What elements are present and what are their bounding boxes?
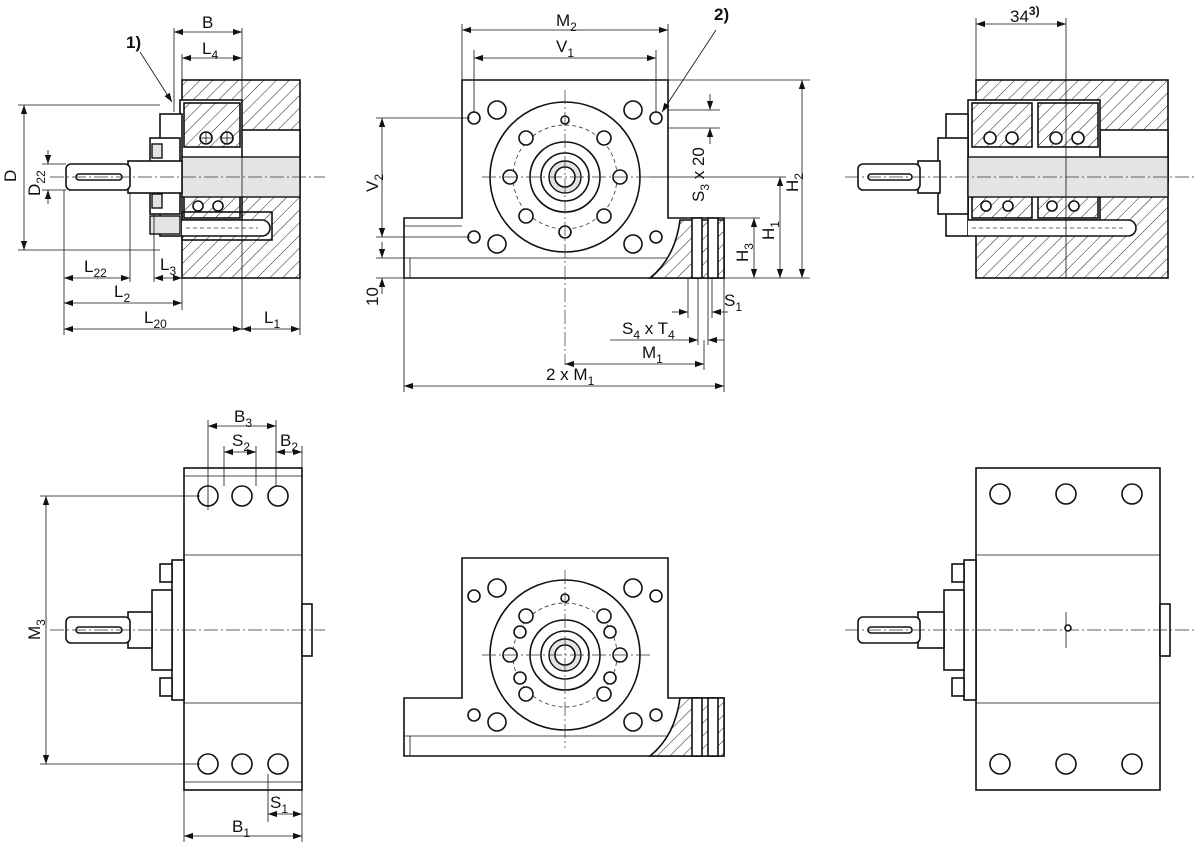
right-plan-view xyxy=(845,467,1195,791)
label-H1: H1 xyxy=(759,221,782,240)
label-B2: B2 xyxy=(280,431,298,454)
label-D: D xyxy=(1,170,20,182)
label-B: B xyxy=(202,13,213,32)
label-V2: V2 xyxy=(363,174,386,192)
label-D22: D22 xyxy=(25,170,48,196)
left-labels: B L4 1) D D22 L22 L3 L2 L20 L1 xyxy=(1,13,280,331)
bearings xyxy=(192,131,234,212)
label-2xM1: 2 x M1 xyxy=(546,365,595,388)
label-B3: B3 xyxy=(234,407,252,430)
note-2: 2) xyxy=(714,5,729,24)
left-section-view: B L4 1) D D22 L22 L3 L2 L20 L1 xyxy=(1,13,325,335)
label-L3: L3 xyxy=(160,255,176,278)
right-section-view: 343) xyxy=(845,4,1195,279)
label-B1: B1 xyxy=(232,817,250,840)
label-10: 10 xyxy=(363,287,382,306)
label-S1-front: S1 xyxy=(724,291,742,314)
bolt-detail xyxy=(149,211,273,241)
label-L22: L22 xyxy=(84,257,107,280)
label-L2: L2 xyxy=(114,282,130,305)
label-V1: V1 xyxy=(556,37,574,60)
label-M2: M2 xyxy=(556,11,577,34)
label-S1-top: S1 xyxy=(270,793,288,816)
label-S3x20: S3 x 20 xyxy=(689,147,712,202)
label-S2: S2 xyxy=(232,431,250,454)
front-view: M2 V1 2) V2 10 S3 x 20 H2 H1 H3 S1 S4 x … xyxy=(363,5,810,392)
label-M1: M1 xyxy=(642,343,663,366)
front-dimensions xyxy=(376,24,810,392)
note-1: 1) xyxy=(126,33,141,52)
left-dimensions xyxy=(18,28,301,335)
label-L4: L4 xyxy=(202,39,218,62)
front-labels: M2 V1 2) V2 10 S3 x 20 H2 H1 H3 S1 S4 x … xyxy=(363,5,806,388)
label-M3: M3 xyxy=(25,619,48,640)
label-L20: L20 xyxy=(144,308,167,331)
label-H3: H3 xyxy=(733,243,756,262)
left-plan-view: B3 S2 B2 M3 S1 B1 xyxy=(25,407,325,842)
label-L1: L1 xyxy=(264,308,280,331)
label-34: 343) xyxy=(1010,4,1040,26)
label-H2: H2 xyxy=(783,173,806,192)
label-S4xT4: S4 x T4 xyxy=(622,319,675,342)
front-view-variant xyxy=(403,557,725,757)
